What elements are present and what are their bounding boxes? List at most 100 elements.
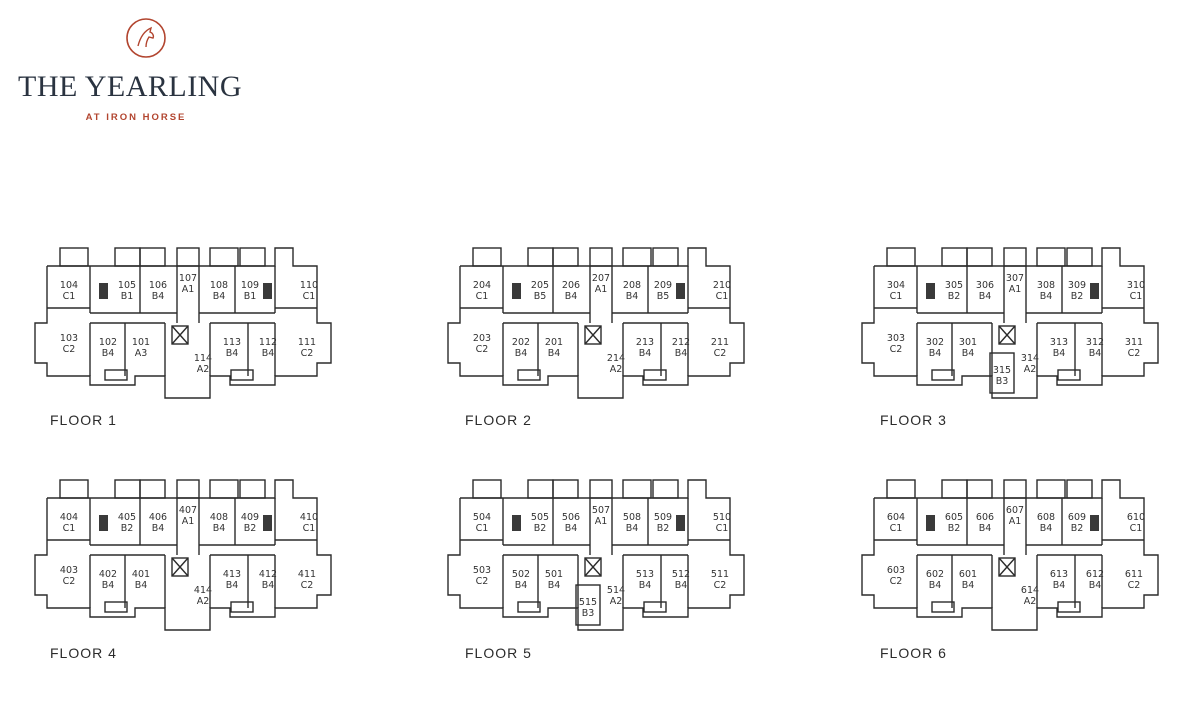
floor-label-5: FLOOR 5 [465, 645, 532, 661]
floor-label-1: FLOOR 1 [50, 412, 117, 428]
floor-label-3: FLOOR 3 [880, 412, 947, 428]
brand-logo: THE YEARLING AT IRON HORSE [14, 12, 254, 130]
brand-title: THE YEARLING [18, 70, 243, 103]
floor-label-4: FLOOR 4 [50, 645, 117, 661]
floor-label-6: FLOOR 6 [880, 645, 947, 661]
floor-label-2: FLOOR 2 [465, 412, 532, 428]
brand-subtitle: AT IRON HORSE [85, 112, 187, 123]
horse-head-icon [126, 18, 166, 58]
